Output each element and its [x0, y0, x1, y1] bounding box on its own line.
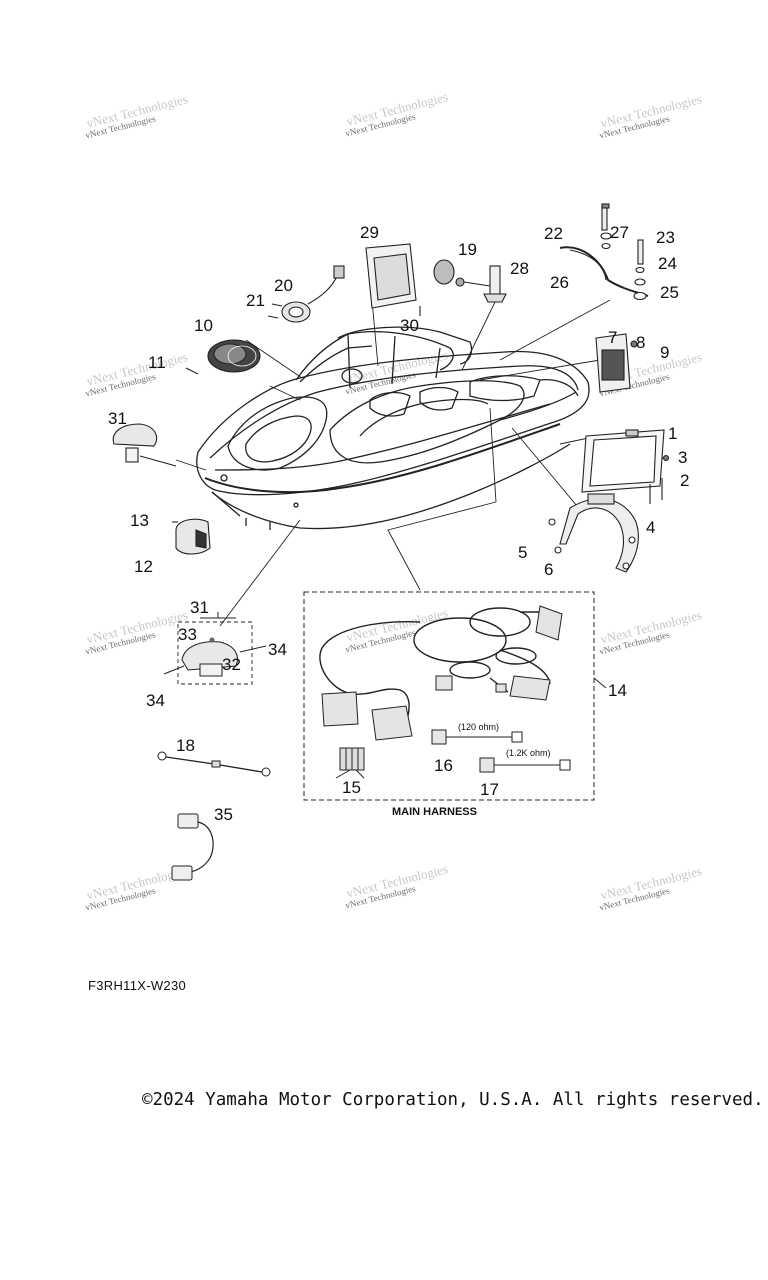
callout: 15 [342, 778, 361, 797]
callout: 21 [246, 291, 265, 310]
copyright-notice: ©2024 Yamaha Motor Corporation, U.S.A. A… [142, 1090, 764, 1110]
control-box [581, 429, 665, 493]
callout: 26 [550, 273, 569, 292]
terminal-connector [335, 747, 365, 779]
callout: 1 [668, 424, 677, 443]
callout: 34 [268, 640, 287, 659]
callout: 9 [660, 343, 669, 362]
callout: 2 [680, 471, 689, 490]
resistor-17-rating: (1.2K ohm) [506, 748, 551, 758]
leader-lines [175, 299, 611, 627]
callout: 19 [458, 240, 477, 259]
main-harness-caption: MAIN HARNESS [392, 806, 477, 818]
speaker [207, 339, 261, 373]
resistor-1-2k-ohm [479, 757, 571, 773]
bracket [559, 498, 639, 573]
callout: 27 [610, 223, 629, 242]
callout: 16 [434, 756, 453, 775]
resistor-120-ohm [431, 729, 523, 745]
callout: 11 [148, 353, 166, 372]
callout: 5 [518, 543, 527, 562]
callout: 13 [130, 511, 149, 530]
callout: 33 [178, 625, 197, 644]
callout: 35 [214, 805, 233, 824]
callout: 20 [274, 276, 293, 295]
callout: 31 [190, 598, 209, 617]
callout: 29 [360, 223, 379, 242]
callouts: 1 2 3 4 5 6 7 8 9 10 11 12 13 14 15 16 1… [108, 223, 689, 824]
callout: 25 [660, 283, 679, 302]
boat-hull [196, 326, 590, 530]
callout: 6 [544, 560, 553, 579]
diagram-code: F3RH11X-W230 [88, 978, 187, 993]
gasket [433, 259, 455, 285]
callout: 23 [656, 228, 675, 247]
callout: 18 [176, 736, 195, 755]
adapter-harness [171, 813, 214, 881]
main-harness-box: (120 ohm) (1.2K ohm) MAIN HARNESS [303, 591, 607, 818]
callout: 10 [194, 316, 213, 335]
callout: 28 [510, 259, 529, 278]
handrail [559, 246, 649, 297]
callout: 7 [608, 328, 617, 347]
callout: 12 [134, 557, 153, 576]
nav-light [175, 518, 211, 555]
relay [595, 333, 638, 393]
callout: 8 [636, 333, 645, 352]
parts [112, 203, 670, 573]
callout: 34 [146, 691, 165, 710]
sensor [455, 265, 507, 303]
callout: 22 [544, 224, 563, 243]
callout: 14 [608, 681, 627, 700]
resistor-16-rating: (120 ohm) [458, 722, 499, 732]
speaker-ring [281, 265, 345, 323]
callout: 3 [678, 448, 687, 467]
callout: 30 [400, 316, 419, 335]
callout: 24 [658, 254, 677, 273]
callout: 4 [646, 518, 655, 537]
light-lower-group [163, 612, 267, 685]
light-upper [112, 423, 177, 467]
battery-cable [157, 751, 271, 777]
callout: 31 [108, 409, 127, 428]
callout: 17 [480, 780, 499, 799]
callout: 32 [222, 655, 241, 674]
